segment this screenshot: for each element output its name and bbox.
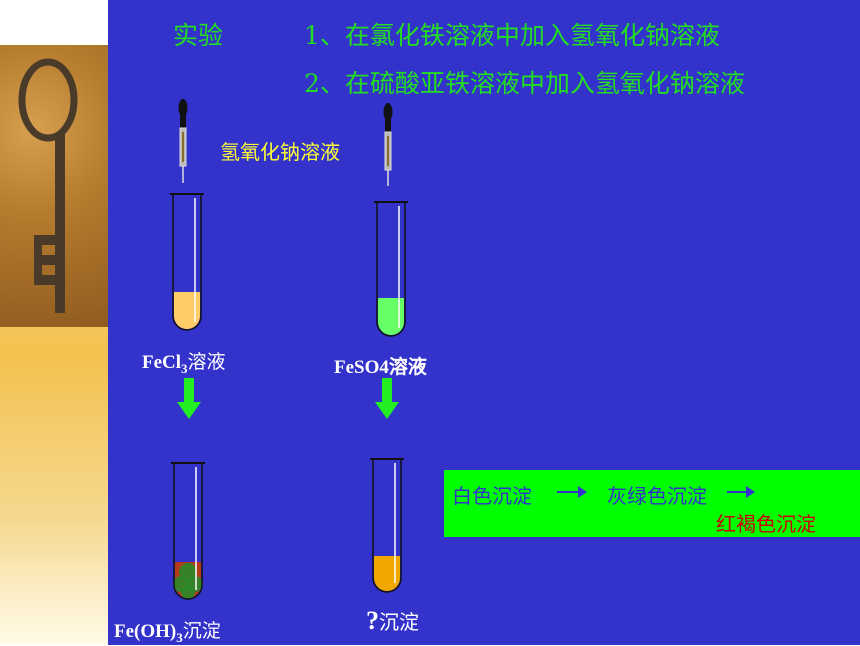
experiment-step-1: 1、在氯化铁溶液中加入氢氧化钠溶液 [304, 21, 720, 50]
test-tube-fecl3 [170, 193, 204, 331]
dropper-1 [178, 99, 188, 183]
slide-canvas [108, 0, 860, 645]
observation-white: 白色沉淀 [452, 484, 532, 508]
test-tube-feso4 [374, 201, 408, 337]
result2-label: ?沉淀 [366, 606, 419, 636]
experiment-label: 实验 [173, 21, 224, 50]
old-key-photo [0, 45, 108, 327]
arrow-right-2 [727, 486, 755, 498]
arrow-down-2 [375, 378, 399, 419]
dropper-label: 氢氧化钠溶液 [220, 140, 340, 164]
arrow-down-1 [177, 378, 201, 419]
observation-red-brown: 红褐色沉淀 [716, 512, 816, 536]
test-tube-feoh3 [171, 462, 205, 600]
test-tube-unknown-precipitate [370, 458, 404, 593]
question-mark: ? [366, 606, 379, 635]
observation-box: 白色沉淀 灰绿色沉淀 红褐色沉淀 [444, 470, 860, 537]
result2-text: 沉淀 [379, 610, 419, 634]
observation-grey-green: 灰绿色沉淀 [607, 484, 707, 508]
dropper-2 [383, 103, 393, 186]
tube1-label: FeCl3溶液 [142, 351, 226, 376]
arrow-right-1 [557, 486, 587, 498]
result1-label: Fe(OH)3沉淀 [114, 620, 221, 645]
experiment-step-2: 2、在硫酸亚铁溶液中加入氢氧化钠溶液 [304, 69, 745, 98]
tube2-label: FeSO4溶液 [334, 357, 427, 378]
